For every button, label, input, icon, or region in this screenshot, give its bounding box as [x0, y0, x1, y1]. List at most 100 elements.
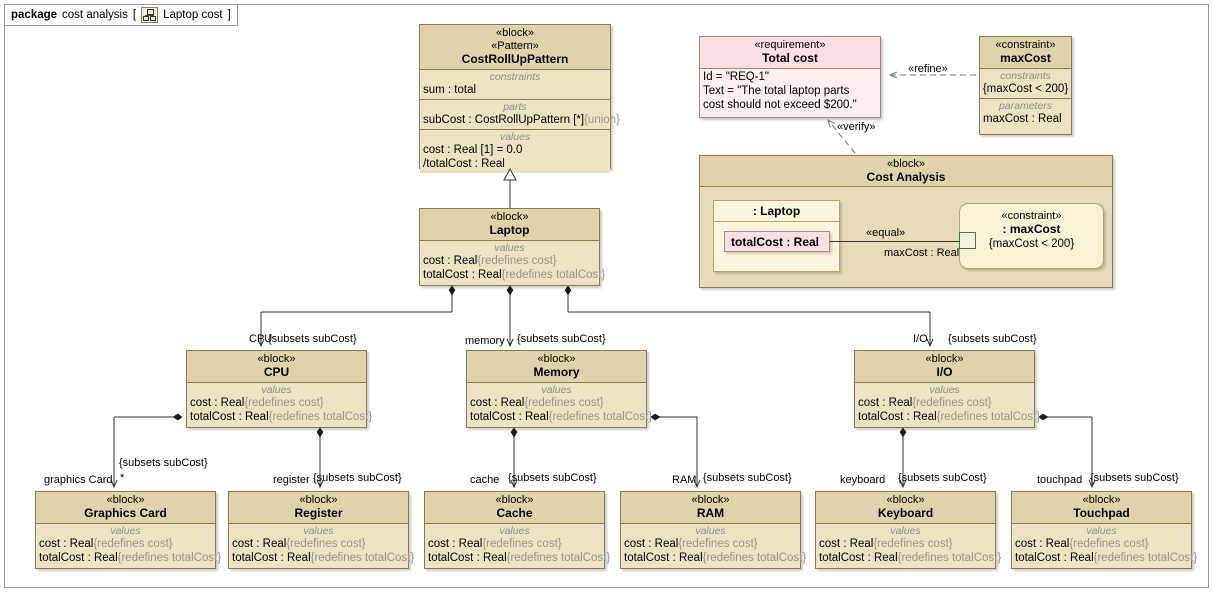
constraints-compartment: constraints sum : total: [420, 70, 610, 100]
constraint-property-maxcost[interactable]: «constraint» : maxCost {maxCost < 200}: [959, 203, 1104, 269]
stereotype-block: «block»: [887, 158, 925, 170]
block-name: Laptop: [489, 223, 530, 237]
requirement-body: Id = "REQ-1" Text = "The total laptop pa…: [700, 69, 880, 114]
value-row: totalCost : Real{redefines totalCost}: [36, 551, 221, 565]
block-header: «block» RAM: [621, 492, 800, 524]
block-name: Touchpad: [1073, 506, 1130, 520]
value-row: totalCost : Real{redefines totalCost}: [621, 551, 806, 565]
value-row-suffix: {redefines totalCost}: [548, 411, 653, 423]
value-row: totalCost : Real{redefines totalCost}: [187, 410, 372, 424]
role-label-cache: cache: [470, 474, 500, 486]
value-row-suffix: {redefines totalCost}: [268, 411, 373, 423]
compartment-caption: values: [499, 131, 531, 143]
role-label-memory: memory: [465, 335, 505, 347]
block-io[interactable]: «block» I/O values cost : Real{redefines…: [854, 350, 1040, 428]
block-touchpad[interactable]: «block» Touchpad values cost : Real{rede…: [1011, 491, 1197, 569]
compartment-caption: values: [890, 525, 921, 537]
block-memory[interactable]: «block» Memory values cost : Real{redefi…: [466, 350, 652, 428]
role-label-io: I/O: [913, 333, 928, 345]
value-row-suffix: {redefines totalCost}: [702, 552, 807, 564]
compartment-caption: values: [499, 525, 530, 537]
block-name: CostRollUpPattern: [461, 52, 569, 66]
value-row-text: cost : Real: [232, 538, 287, 550]
values-compartment: values cost : Real [1] = 0.0 /totalCost …: [420, 130, 610, 173]
subsets-label-register: {subsets subCost}: [313, 472, 402, 484]
constraint-name: maxCost: [1000, 51, 1051, 65]
compartment-caption: parameters: [998, 100, 1053, 112]
block-laptop[interactable]: «block» Laptop values cost : Real{redefi…: [419, 208, 605, 286]
block-keyboard[interactable]: «block» Keyboard values cost : Real{rede…: [815, 491, 1001, 569]
compartment-caption: values: [110, 525, 141, 537]
block-header: «block» Memory: [467, 351, 646, 383]
compartment-caption: values: [541, 384, 572, 396]
constraint-header: «constraint» maxCost: [980, 37, 1071, 69]
value-row-text: cost : Real: [624, 538, 679, 550]
block-definition-diagram-icon: [141, 7, 159, 23]
parameter-row: maxCost : Real: [983, 113, 1062, 125]
value-row-text: cost : Real: [423, 255, 478, 267]
values-compartment: values cost : Real{redefines cost} total…: [229, 524, 414, 567]
part-row: subCost : CostRollUpPattern [*]{union}: [420, 113, 620, 127]
block-name: CPU: [263, 365, 290, 379]
edge-label-refine: «refine»: [908, 63, 948, 75]
values-compartment: values cost : Real{redefines cost} total…: [816, 524, 1001, 567]
block-header: «block» Cache: [425, 492, 604, 524]
block-header: «block» Touchpad: [1012, 492, 1191, 524]
value-row-suffix: {redefines totalCost}: [310, 552, 415, 564]
edge-label-verify: «verify»: [837, 121, 876, 133]
block-name: RAM: [696, 506, 725, 520]
stereotype-block: «block»: [106, 494, 145, 506]
value-row: totalCost : Real{redefines totalCost}: [425, 551, 610, 565]
stereotype-block: «block»: [691, 494, 730, 506]
value-row-text: totalCost : Real: [470, 411, 549, 423]
property-totalcost[interactable]: totalCost : Real: [724, 231, 830, 252]
block-cost-roll-up-pattern[interactable]: «block» «Pattern» CostRollUpPattern cons…: [419, 24, 620, 173]
value-row-text: cost : Real: [1015, 538, 1070, 550]
bracket-open: [: [132, 9, 137, 21]
value-row: cost : Real [1] = 0.0: [423, 144, 523, 156]
value-row: cost : Real{redefines cost}: [425, 537, 604, 551]
role-label-ram: RAM: [672, 474, 697, 486]
block-cpu[interactable]: «block» CPU values cost : Real{redefines…: [186, 350, 372, 428]
block-register[interactable]: «block» Register values cost : Real{rede…: [228, 491, 414, 569]
block-graphics-card[interactable]: «block» Graphics Card values cost : Real…: [35, 491, 221, 569]
value-row-suffix: {redefines cost}: [678, 538, 758, 550]
connector-parameter-label: maxCost : Real: [884, 247, 960, 259]
stereotype-block: «block»: [537, 353, 576, 365]
role-label-touchpad: touchpad: [1037, 474, 1083, 486]
package-name: cost analysis: [62, 9, 128, 21]
value-row: cost : Real{redefines cost}: [420, 254, 599, 268]
compartment-caption: constraints: [489, 71, 541, 83]
stereotype-constraint: «constraint»: [995, 39, 1056, 51]
parts-compartment: parts subCost : CostRollUpPattern [*]{un…: [420, 100, 620, 130]
part-row-text: subCost : CostRollUpPattern [*]: [423, 114, 585, 126]
value-row-suffix: {redefines cost}: [524, 397, 604, 409]
value-row-suffix: {redefines cost}: [1069, 538, 1149, 550]
constraint-parameter-port[interactable]: [959, 232, 976, 249]
value-row: totalCost : Real{redefines totalCost}: [420, 268, 605, 282]
requirement-total-cost[interactable]: «requirement» Total cost Id = "REQ-1" Te…: [699, 36, 881, 118]
block-ram[interactable]: «block» RAM values cost : Real{redefines…: [620, 491, 806, 569]
value-row: cost : Real{redefines cost}: [816, 537, 995, 551]
stereotype-block: «block»: [257, 353, 296, 365]
subsets-label-cpu: {subsets subCost}: [268, 333, 357, 345]
requirement-name: Total cost: [762, 51, 818, 65]
constraint-row: sum : total: [423, 84, 477, 96]
block-cache[interactable]: «block» Cache values cost : Real{redefin…: [424, 491, 610, 569]
stereotype-block: «block»: [299, 494, 338, 506]
stereotype-pattern: «Pattern»: [491, 40, 539, 52]
stereotype-block: «block»: [495, 494, 534, 506]
subsets-label-io: {subsets subCost}: [948, 333, 1037, 345]
value-row-suffix: {redefines cost}: [477, 255, 557, 267]
value-row-text: totalCost : Real: [624, 552, 703, 564]
value-row-text: totalCost : Real: [190, 411, 269, 423]
block-header: «block» Graphics Card: [36, 492, 215, 524]
value-row-text: totalCost : Real: [428, 552, 507, 564]
constraint-block-maxcost[interactable]: «constraint» maxCost constraints {maxCos…: [979, 36, 1072, 135]
package-header: package cost analysis [ Laptop cost ]: [4, 4, 238, 26]
subsets-label-touchpad: {subsets subCost}: [1090, 472, 1179, 484]
role-label-graphics: graphics Card: [44, 474, 113, 486]
value-row-text: totalCost : Real: [1015, 552, 1094, 564]
value-row: cost : Real{redefines cost}: [1012, 537, 1191, 551]
multiplicity-label-graphics: *: [120, 472, 125, 484]
